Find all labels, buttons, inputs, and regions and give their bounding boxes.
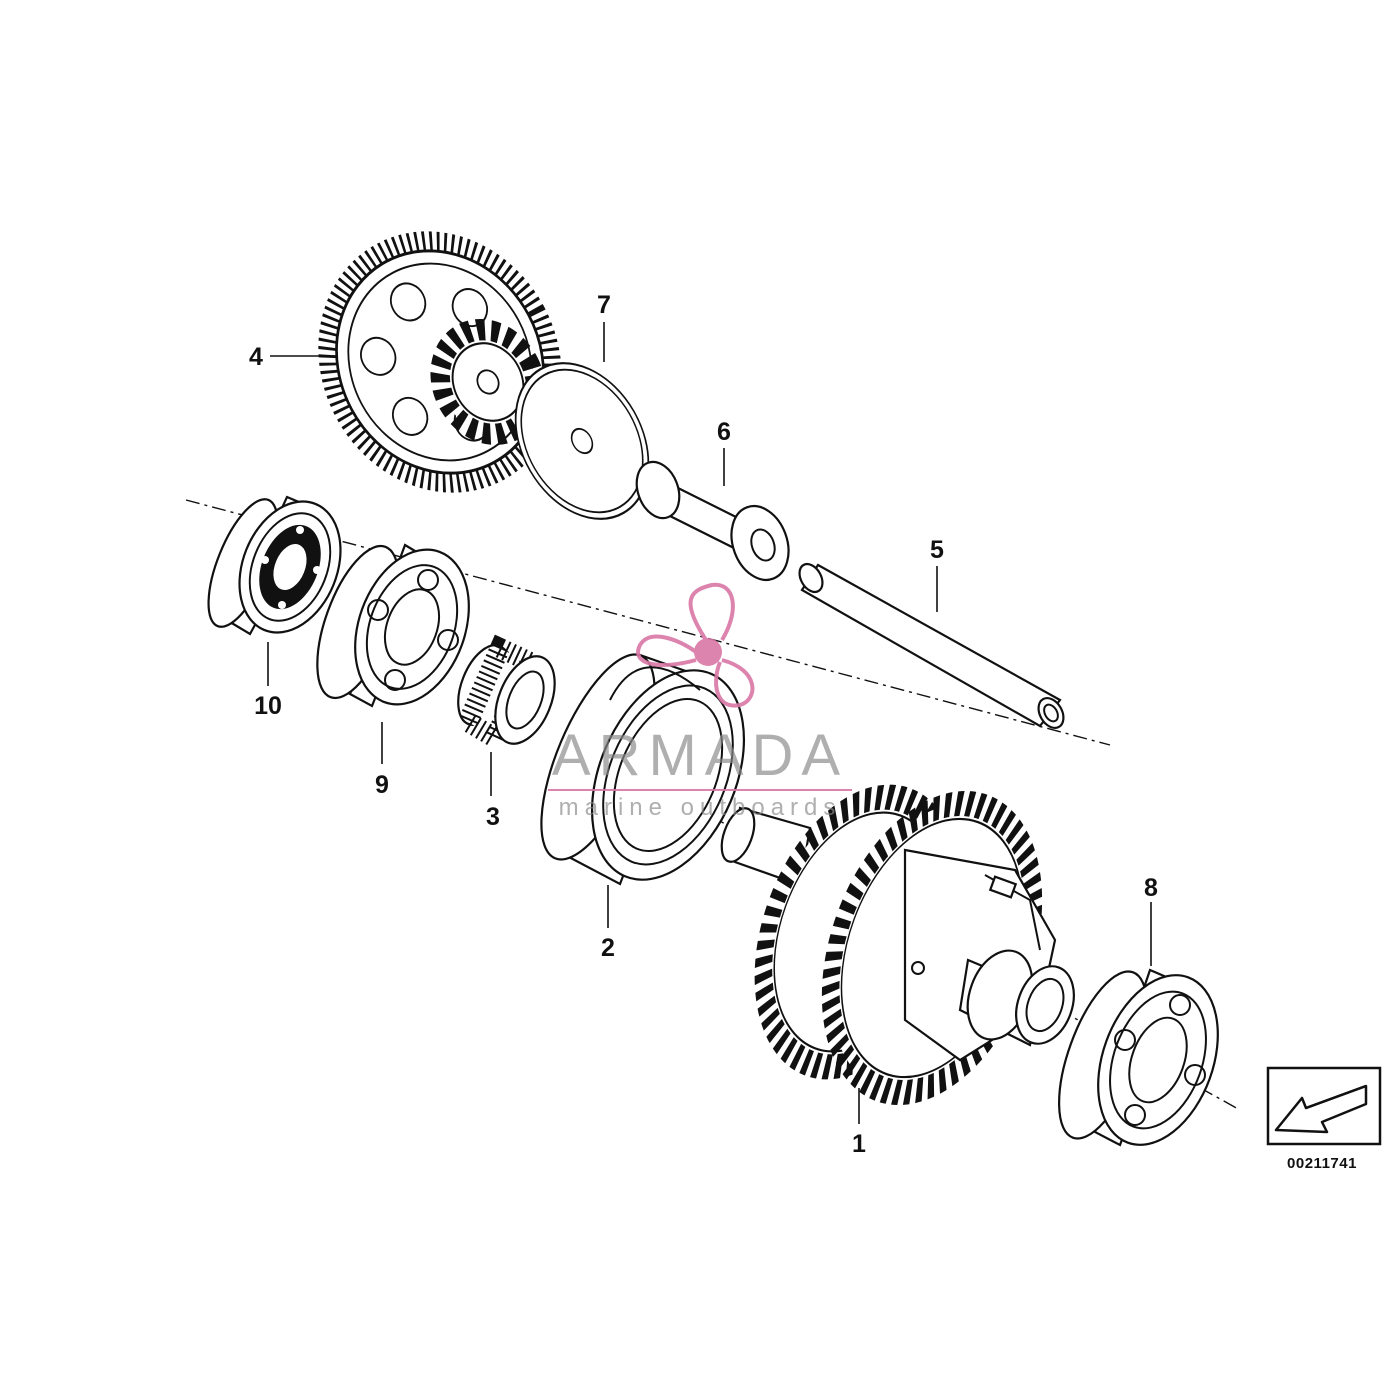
thrust-washer-part: [514, 362, 650, 520]
ball-bearing-left-part: [207, 495, 342, 636]
propeller-logo-icon: [636, 582, 755, 708]
callout-1: 1: [852, 1130, 866, 1158]
shaft-part: [798, 562, 1065, 730]
callout-6: 6: [717, 418, 731, 446]
callout-3: 3: [486, 803, 500, 831]
watermark-subtitle: marine outboards: [559, 794, 842, 821]
watermark-title: ARMADA: [552, 723, 848, 788]
leader-lines: [267, 322, 1152, 1124]
ball-bearing-center-part: [316, 543, 470, 708]
intermediate-gear-part: [318, 231, 562, 493]
callout-4: 4: [249, 343, 263, 371]
armada-watermark: ARMADA marine outboards: [548, 582, 852, 821]
callout-7: 7: [597, 291, 611, 319]
orientation-box: [1266, 1066, 1382, 1146]
callout-labels: 1 2 3 4 5 6 7 8 9 10: [249, 291, 1158, 1158]
ball-bearing-right-part: [1058, 968, 1219, 1147]
needle-bearing-part: [455, 634, 556, 753]
diagram-reference-number: 00211741: [1287, 1155, 1357, 1172]
direction-arrow-icon: [1274, 1084, 1368, 1134]
callout-8: 8: [1144, 874, 1158, 902]
spacer-sleeve-part: [635, 460, 790, 581]
callout-5: 5: [930, 536, 944, 564]
differential-gear-part: [720, 784, 1075, 1106]
callout-10: 10: [254, 692, 282, 720]
seal-ring-part: [540, 653, 746, 886]
callout-2: 2: [601, 934, 615, 962]
callout-9: 9: [375, 771, 389, 799]
